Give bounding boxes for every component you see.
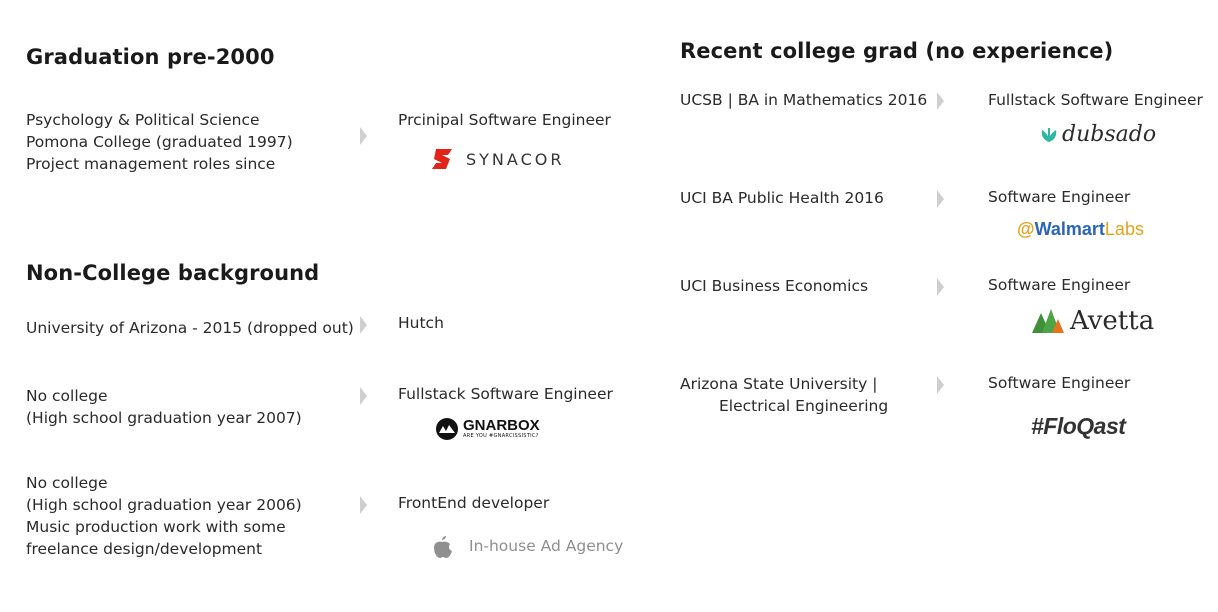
background-text: No college (High school graduation year …	[26, 472, 302, 560]
section-title-non-college: Non-College background	[26, 261, 320, 285]
background-text: No college (High school graduation year …	[26, 385, 302, 429]
background-text: UCI BA Public Health 2016	[680, 187, 884, 209]
arrow-icon	[937, 376, 944, 394]
background-line: UCI BA Public Health 2016	[680, 189, 884, 207]
dubsado-logo: dubsado	[1040, 122, 1156, 147]
walmart-at-symbol: @	[1017, 219, 1035, 239]
background-line: University of Arizona - 2015 (dropped ou…	[26, 319, 354, 337]
synacor-mark-icon	[432, 149, 452, 169]
role-text: Software Engineer	[988, 374, 1131, 392]
arrow-icon	[360, 316, 367, 334]
section-title-pre-2000: Graduation pre-2000	[26, 45, 275, 69]
floqast-wordmark: #FloQast	[1031, 413, 1126, 439]
gnarbox-wordmark: GNARBOX	[463, 417, 540, 434]
background-line: No college	[26, 474, 108, 492]
role-text: Hutch	[398, 314, 444, 332]
role-text: Software Engineer	[988, 276, 1131, 294]
synacor-wordmark: SYNACOR	[466, 149, 565, 169]
synacor-logo: SYNACOR	[430, 146, 564, 172]
role-text: Fullstack Software Engineer	[398, 385, 613, 403]
apple-logo: In-house Ad Agency	[431, 533, 623, 559]
background-text: Arizona State University | Electrical En…	[680, 373, 888, 417]
dubsado-leaf-icon	[1041, 127, 1057, 142]
role-text: FrontEnd developer	[398, 494, 550, 512]
apple-icon	[434, 536, 452, 558]
section-title-recent-grad: Recent college grad (no experience)	[680, 39, 1114, 63]
role-text: Prcinipal Software Engineer	[398, 111, 611, 129]
avetta-wordmark: Avetta	[1070, 306, 1155, 336]
gnarbox-mountain-icon	[436, 418, 458, 440]
background-text: UCSB | BA in Mathematics 2016	[680, 89, 927, 111]
background-line: Music production work with some	[26, 518, 286, 536]
gnarbox-logo: GNARBOX ARE YOU #GNARCISSISTIC?	[435, 417, 540, 441]
background-line: Electrical Engineering	[719, 397, 889, 415]
background-line: (High school graduation year 2006)	[26, 496, 302, 514]
walmart-wordmark: Walmart	[1034, 219, 1105, 239]
background-line: Pomona College (graduated 1997)	[26, 133, 293, 151]
role-text: Software Engineer	[988, 188, 1131, 206]
in-house-ad-agency-label: In-house Ad Agency	[469, 537, 624, 555]
role-text: Fullstack Software Engineer	[988, 91, 1203, 109]
background-line: No college	[26, 387, 108, 405]
gnarbox-tagline: ARE YOU #GNARCISSISTIC?	[463, 433, 539, 439]
walmart-labs-logo: @WalmartLabs	[1017, 219, 1144, 240]
dubsado-wordmark: dubsado	[1062, 122, 1157, 147]
avetta-logo: Avetta	[1032, 306, 1154, 336]
arrow-icon	[937, 278, 944, 296]
background-text: UCI Business Economics	[680, 275, 868, 297]
background-line: Project management roles since	[26, 155, 276, 173]
background-text: University of Arizona - 2015 (dropped ou…	[26, 317, 354, 339]
arrow-icon	[360, 387, 367, 405]
arrow-icon	[937, 92, 944, 110]
background-line: UCI Business Economics	[680, 277, 869, 295]
avetta-mountains-icon	[1032, 309, 1064, 333]
background-line: freelance design/development	[26, 540, 263, 558]
background-line: UCSB | BA in Mathematics 2016	[680, 91, 928, 109]
floqast-logo: #FloQast	[1031, 413, 1126, 440]
arrow-icon	[360, 496, 367, 514]
background-line: Arizona State University |	[680, 375, 878, 393]
arrow-icon	[937, 190, 944, 208]
background-text: Psychology & Political Science Pomona Co…	[26, 109, 293, 175]
arrow-icon	[360, 127, 367, 145]
background-line: (High school graduation year 2007)	[26, 409, 302, 427]
background-line: Psychology & Political Science	[26, 111, 260, 129]
walmart-labs-wordmark: Labs	[1104, 219, 1144, 239]
